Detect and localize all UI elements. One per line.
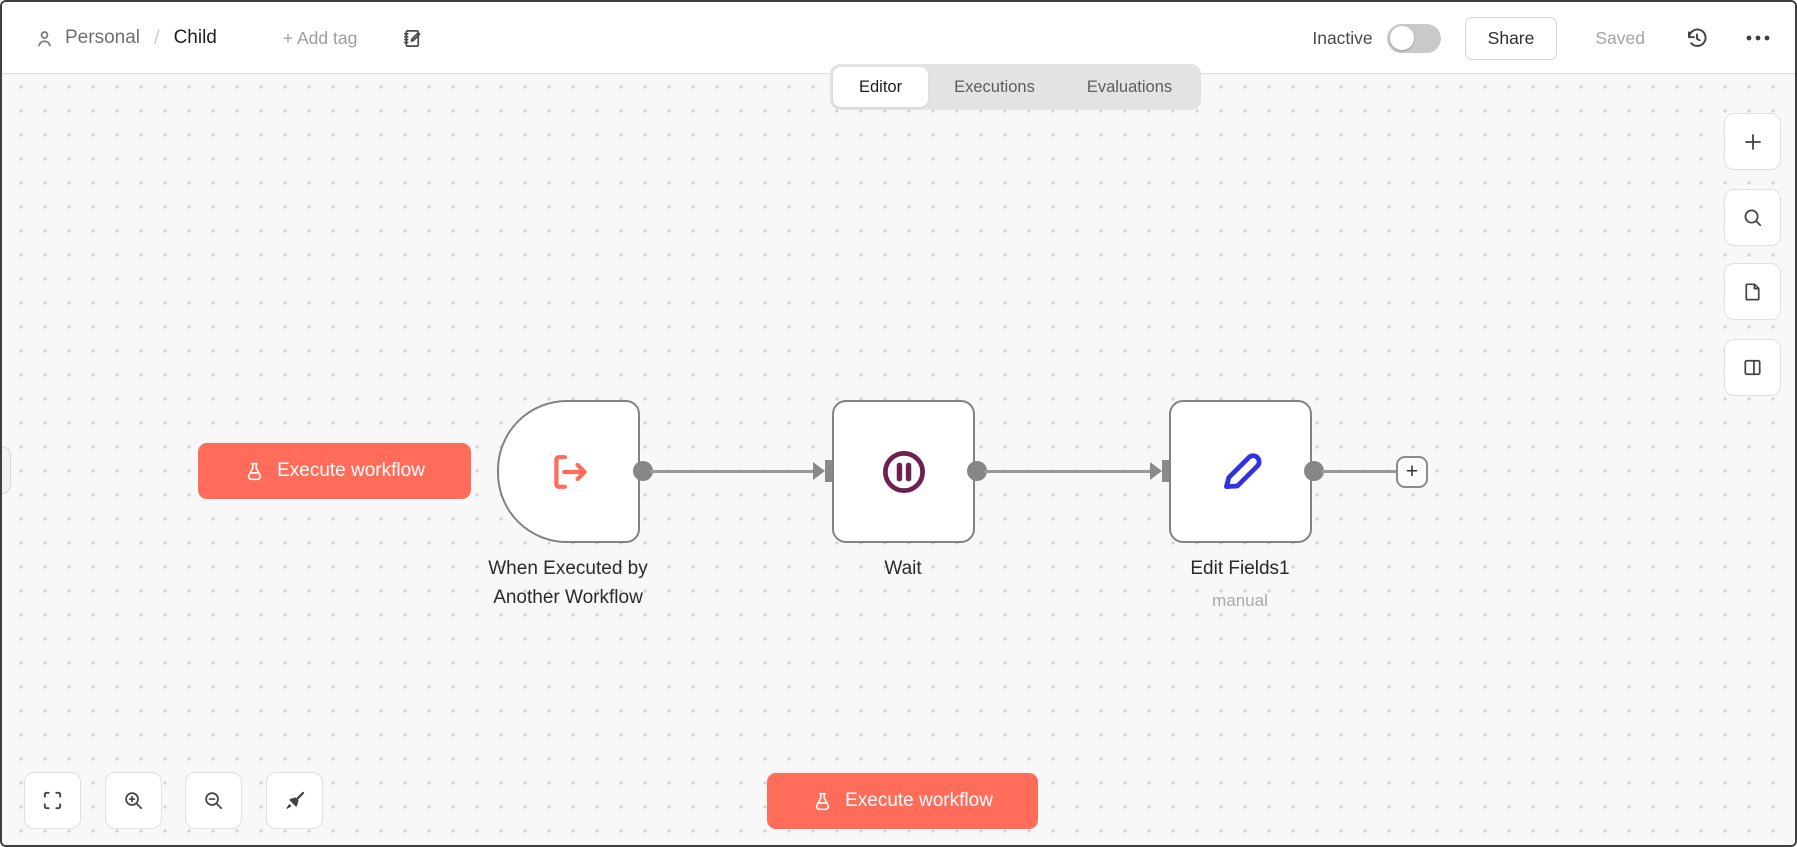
plus-icon xyxy=(1741,130,1765,154)
add-tag-button[interactable]: + Add tag xyxy=(282,27,358,48)
zoom-out-icon xyxy=(202,789,225,812)
add-node-button[interactable] xyxy=(1724,113,1781,170)
workflow-name[interactable]: Child xyxy=(173,27,217,48)
zoom-in-button[interactable] xyxy=(105,772,162,829)
pen-icon xyxy=(1216,447,1266,497)
tab-evaluations[interactable]: Evaluations xyxy=(1086,77,1173,96)
breadcrumb: Personal / Child + Add tag xyxy=(34,2,424,74)
sticky-note-button[interactable] xyxy=(1724,263,1781,320)
more-options-button[interactable] xyxy=(1745,34,1771,42)
connection-trigger-to-wait[interactable] xyxy=(650,470,814,473)
notebook-pen-icon xyxy=(401,27,424,50)
input-handle-edit-fields[interactable] xyxy=(1150,456,1172,486)
node-edit-fields1[interactable] xyxy=(1169,400,1312,543)
output-handle-trigger[interactable] xyxy=(633,461,653,481)
activation-toggle[interactable] xyxy=(1386,23,1441,53)
canvas-edge-handle[interactable] xyxy=(2,446,11,494)
search-icon xyxy=(1741,206,1764,229)
connection-stub[interactable] xyxy=(1321,470,1399,473)
share-button[interactable]: Share xyxy=(1464,16,1558,60)
edit-note-button[interactable] xyxy=(401,27,424,50)
breadcrumb-separator: / xyxy=(154,26,160,49)
fit-view-icon xyxy=(41,789,64,812)
history-icon xyxy=(1685,26,1709,50)
toggle-knob xyxy=(1389,26,1414,50)
add-connected-node-button[interactable]: + xyxy=(1396,456,1428,488)
input-handle-wait[interactable] xyxy=(813,456,835,486)
split-panel-icon xyxy=(1741,356,1764,379)
execute-workflow-button[interactable]: Execute workflow xyxy=(198,443,471,499)
zoom-in-icon xyxy=(122,789,145,812)
output-handle-wait[interactable] xyxy=(967,461,987,481)
tab-executions[interactable]: Executions xyxy=(954,77,1035,96)
execute-workflow-button-bottom[interactable]: Execute workflow xyxy=(767,773,1038,829)
node-wait[interactable] xyxy=(832,400,975,543)
document-icon xyxy=(1741,280,1764,303)
save-status-label: Saved xyxy=(1595,27,1645,48)
person-icon xyxy=(34,28,55,49)
top-bar: Personal / Child + Add tag Inactive Shar… xyxy=(2,2,1795,74)
view-tabs: Editor Executions Evaluations xyxy=(830,64,1202,110)
breadcrumb-project[interactable]: Personal xyxy=(65,27,140,48)
node-label-edit-fields: Edit Fields1 xyxy=(1190,558,1290,579)
history-button[interactable] xyxy=(1685,26,1709,50)
node-label-wait: Wait xyxy=(884,558,922,579)
zoom-out-button[interactable] xyxy=(185,772,242,829)
workflow-exit-arrow-icon xyxy=(545,448,593,496)
flask-icon xyxy=(812,791,833,812)
zoom-to-fit-button[interactable] xyxy=(24,772,81,829)
node-when-executed-by-another-workflow[interactable] xyxy=(497,400,640,543)
search-button[interactable] xyxy=(1724,189,1781,246)
flask-icon xyxy=(244,461,265,482)
broom-icon xyxy=(283,789,307,813)
execute-workflow-label: Execute workflow xyxy=(277,460,425,481)
execute-workflow-label: Execute workflow xyxy=(845,790,993,811)
tidy-up-button[interactable] xyxy=(266,772,323,829)
node-label-trigger: When Executed by Another Workflow xyxy=(488,558,648,608)
side-panel-button[interactable] xyxy=(1724,339,1781,396)
output-handle-edit-fields[interactable] xyxy=(1304,461,1324,481)
ellipsis-icon xyxy=(1745,34,1771,42)
connection-wait-to-edit-fields[interactable] xyxy=(984,470,1151,473)
pause-circle-icon xyxy=(878,446,930,498)
node-subtitle-edit-fields: manual xyxy=(1212,591,1268,610)
top-bar-actions: Inactive Share Saved xyxy=(1312,2,1771,74)
tab-editor[interactable]: Editor xyxy=(833,67,929,107)
activation-status-label: Inactive xyxy=(1312,27,1373,48)
